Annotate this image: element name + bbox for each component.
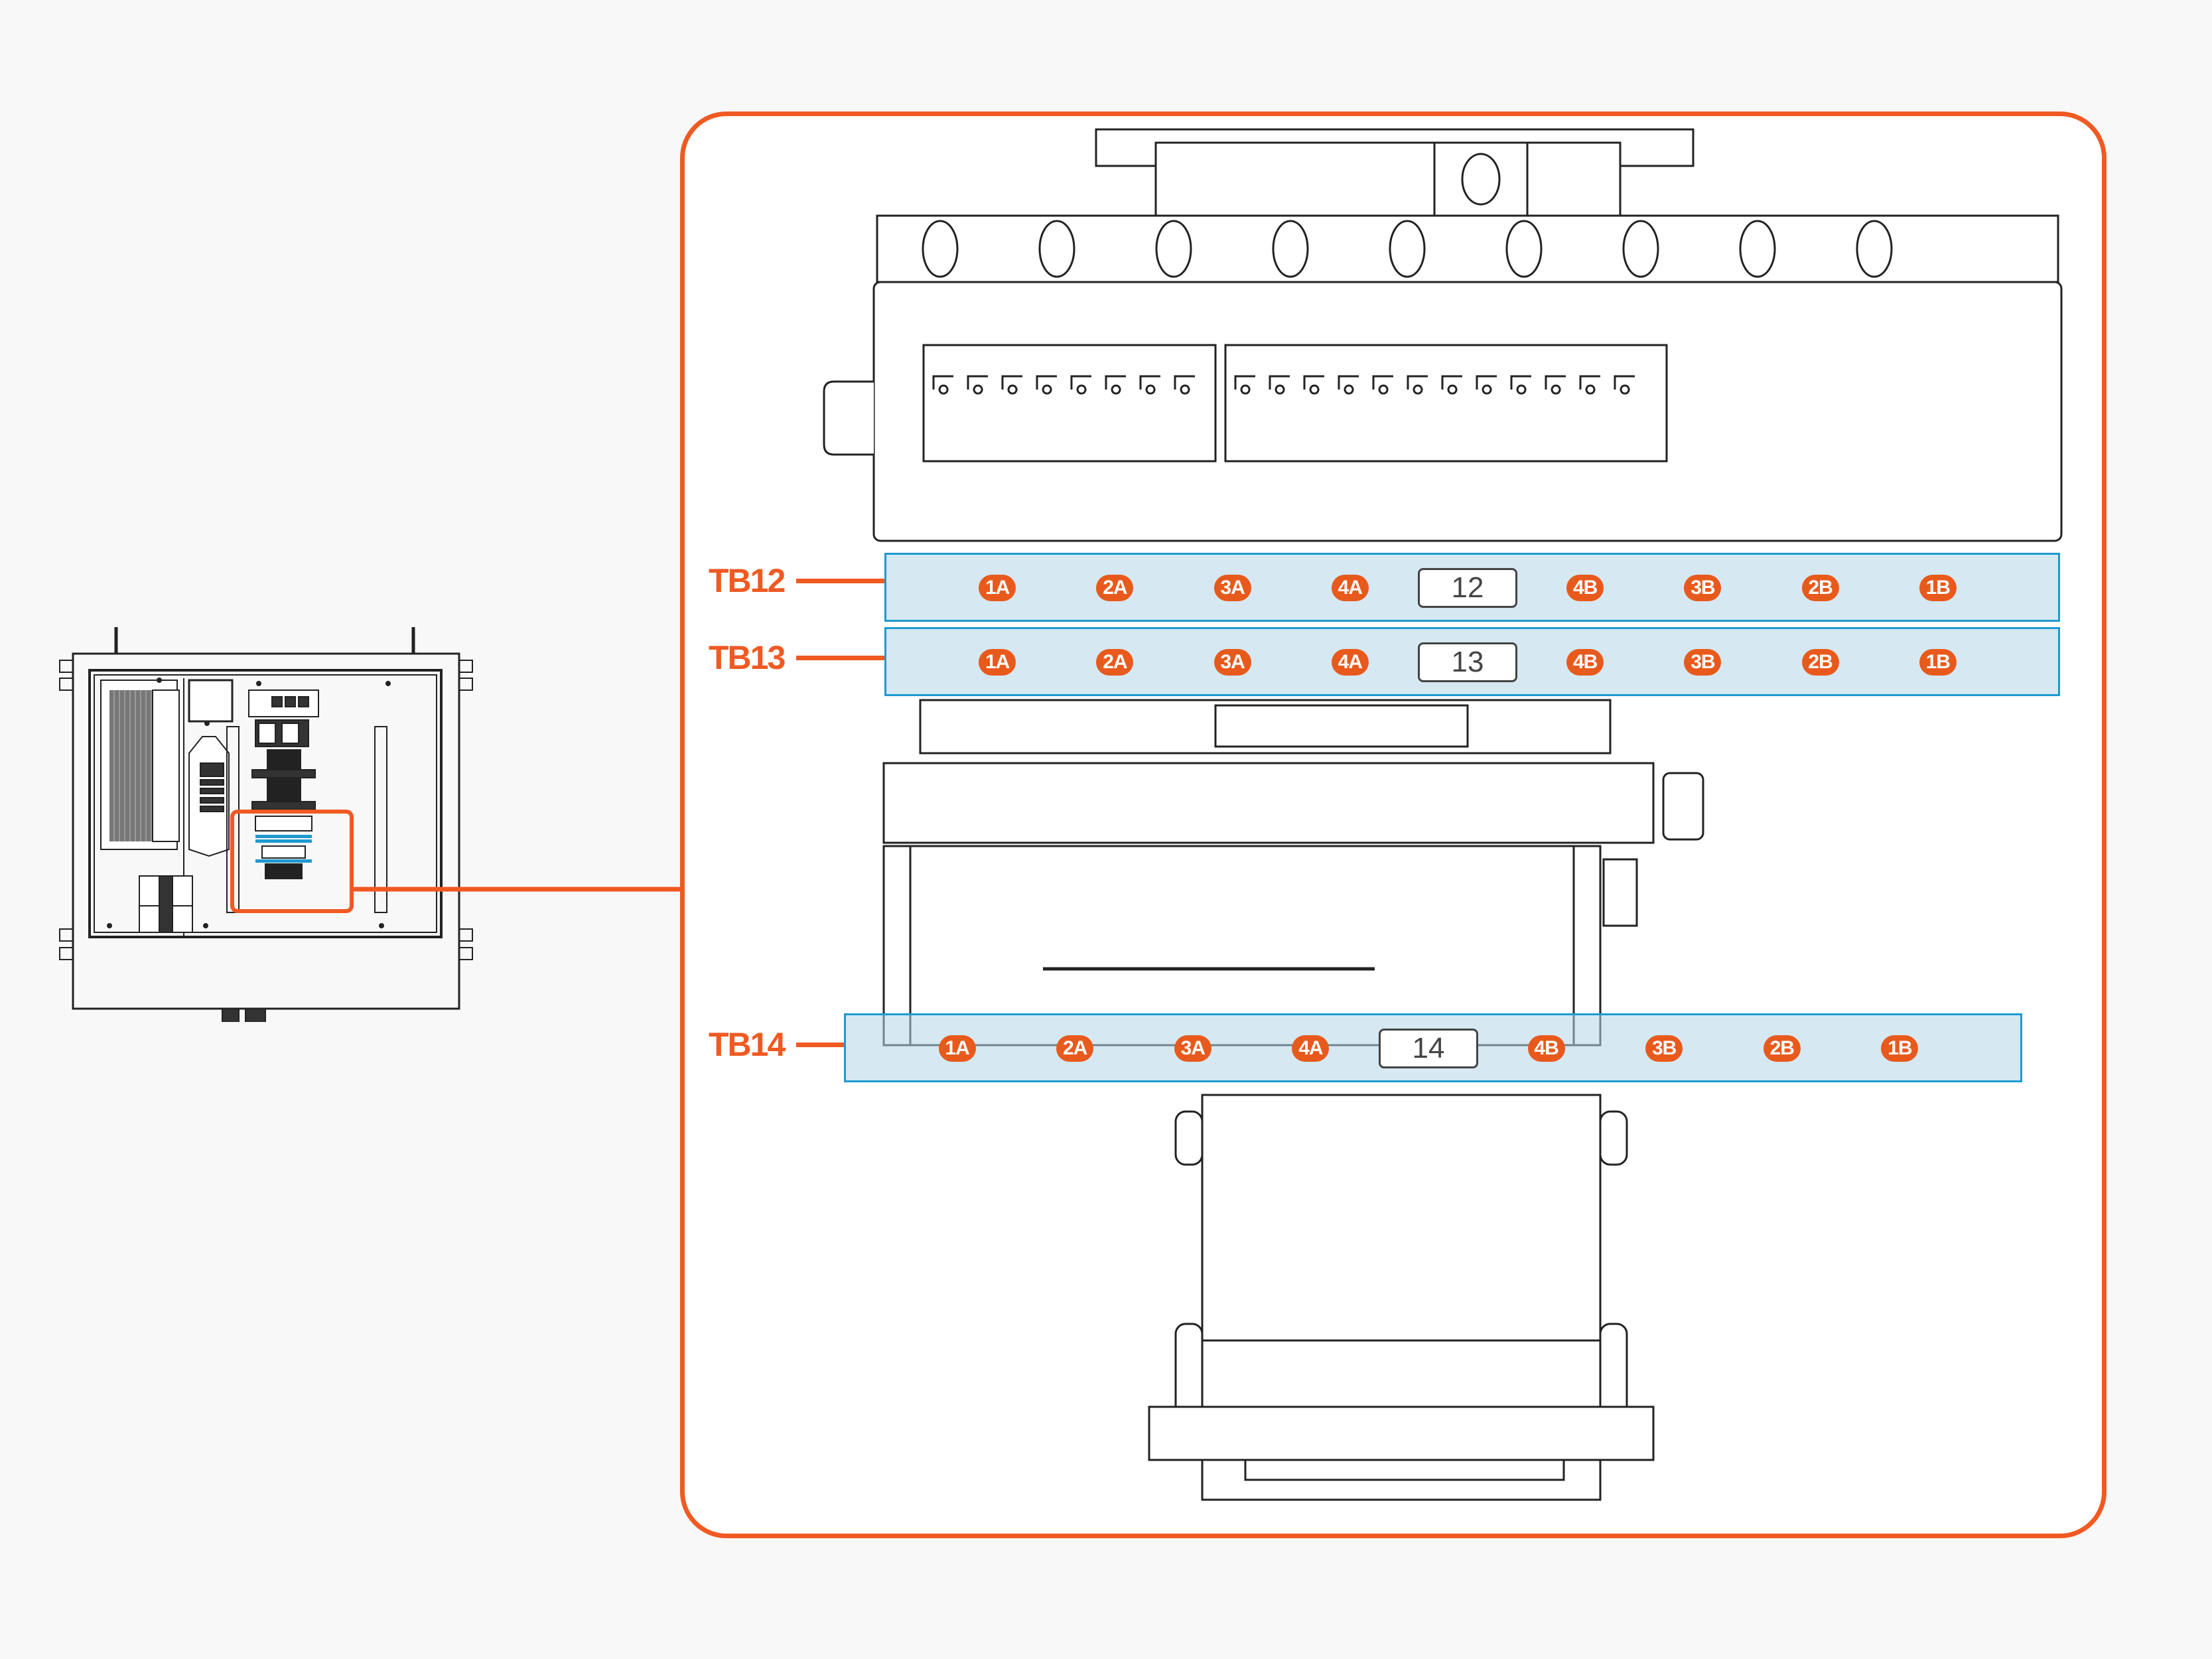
plc-terminal-slot [1105, 375, 1126, 395]
terminal-badge[interactable]: 1A [979, 575, 1016, 601]
terminal-block-number: 12 [1418, 568, 1517, 608]
terminal-block-label: TB13 [709, 639, 786, 676]
terminal-badge[interactable]: 2B [1801, 649, 1839, 676]
terminal-badge[interactable]: 1A [938, 1035, 976, 1062]
terminal-badge[interactable]: 1B [1919, 575, 1957, 601]
terminal-block-strip[interactable]: 1A 2A 3A 4A 14 4B 3B 2B 1B [844, 1013, 2022, 1082]
plc-terminal-slot [1614, 375, 1635, 395]
terminal-badge[interactable]: 4B [1527, 1035, 1565, 1062]
plc-terminal-slot [1338, 375, 1359, 395]
terminal-badge[interactable]: 1A [979, 649, 1016, 676]
upper-terminal-screw [1389, 220, 1426, 278]
upper-terminal-screw [1155, 220, 1192, 278]
terminal-badge[interactable]: 2A [1096, 649, 1134, 676]
terminal-badge[interactable]: 4A [1331, 575, 1369, 601]
plc-terminal-slot [1476, 375, 1497, 395]
plc-terminal-slot [967, 375, 988, 395]
terminal-badge[interactable]: 3A [1174, 1035, 1211, 1062]
plc-terminal-slot [1579, 375, 1600, 395]
detail-drawing [823, 128, 2063, 1501]
overview-highlight-box [230, 810, 354, 913]
terminal-block-leader-line [796, 1043, 844, 1047]
plc-terminal-slot [1234, 375, 1255, 395]
upper-terminal-screw [1038, 220, 1075, 278]
plc-terminal-slot [1070, 375, 1091, 395]
plc-terminal-slot [1036, 375, 1057, 395]
upper-terminal-screw [1739, 220, 1776, 278]
upper-terminal-screw [1272, 220, 1309, 278]
terminal-badge[interactable]: 3B [1645, 1035, 1683, 1062]
terminal-badge[interactable]: 3B [1684, 575, 1722, 601]
plc-terminal-slot [1545, 375, 1566, 395]
terminal-badge[interactable]: 2A [1056, 1035, 1094, 1062]
terminal-badge[interactable]: 4A [1331, 649, 1369, 676]
plc-terminal-slot [1269, 375, 1290, 395]
plc-terminal-slot [1372, 375, 1393, 395]
plc-terminal-slot [1303, 375, 1324, 395]
terminal-block-number: 14 [1379, 1029, 1478, 1068]
terminal-block-number: 13 [1418, 642, 1517, 682]
plc-terminal-slot [1441, 375, 1462, 395]
plc-terminal-slot [1174, 375, 1195, 395]
terminal-badge[interactable]: 3B [1684, 649, 1722, 676]
terminal-badge[interactable]: 2B [1763, 1035, 1801, 1062]
plc-terminal-slot [1510, 375, 1531, 395]
detail-callout [680, 111, 2107, 1538]
plc-terminal-slot [932, 375, 953, 395]
terminal-block-leader-line [796, 656, 884, 660]
terminal-block-strip[interactable]: 1A 2A 3A 4A 13 4B 3B 2B 1B [884, 627, 2060, 696]
terminal-block-label: TB12 [709, 562, 786, 599]
terminal-badge[interactable]: 3A [1213, 575, 1251, 601]
plc-terminal-slot [1001, 375, 1022, 395]
terminal-badge[interactable]: 2B [1801, 575, 1839, 601]
terminal-badge[interactable]: 1B [1919, 649, 1957, 676]
upper-terminal-screw [1622, 220, 1659, 278]
terminal-badge[interactable]: 4A [1292, 1035, 1330, 1062]
plc-terminal-slot [1139, 375, 1160, 395]
upper-terminal-screw [1505, 220, 1543, 278]
upper-terminal-screw [1856, 220, 1893, 278]
enclosure-overview [59, 627, 473, 1022]
terminal-block-label: TB14 [709, 1026, 786, 1063]
terminal-badge[interactable]: 4B [1566, 575, 1604, 601]
terminal-block-strip[interactable]: 1A 2A 3A 4A 12 4B 3B 2B 1B [884, 553, 2060, 622]
terminal-block-leader-line [796, 579, 884, 583]
terminal-badge[interactable]: 4B [1566, 649, 1604, 676]
terminal-badge[interactable]: 3A [1213, 649, 1251, 676]
terminal-badge[interactable]: 2A [1096, 575, 1134, 601]
plc-terminal-slot [1407, 375, 1428, 395]
upper-terminal-screw [922, 220, 959, 278]
terminal-badge[interactable]: 1B [1881, 1035, 1919, 1062]
